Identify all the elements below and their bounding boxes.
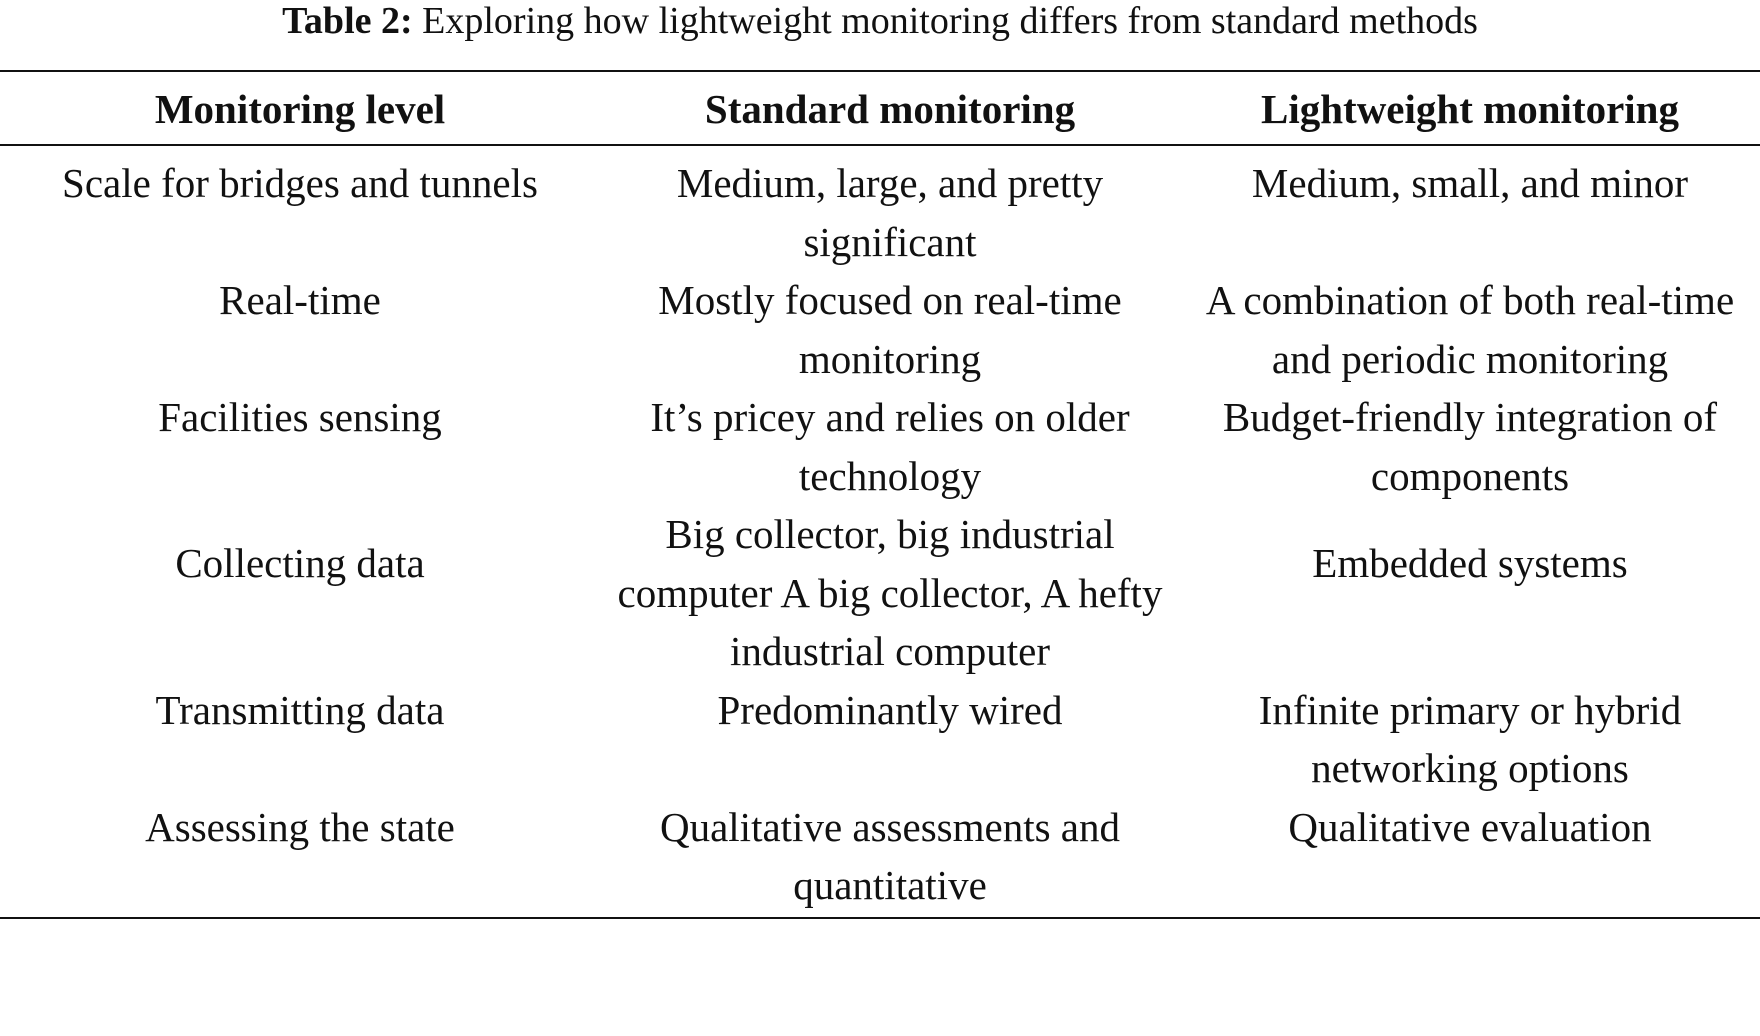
table-row: Real-time Mostly focused on real-time mo… <box>0 271 1760 388</box>
column-header-monitoring-level: Monitoring level <box>154 86 446 132</box>
table-cell: Medium, large, and pretty significant <box>676 160 1104 265</box>
table-cell: Budget-friendly integration of component… <box>1222 394 1718 499</box>
table-cell: Big collector, big industrial computer A… <box>617 511 1163 674</box>
table-cell: Real-time <box>219 277 381 323</box>
comparison-table: Monitoring level Standard monitoring Lig… <box>0 70 1760 919</box>
table-cell: Medium, small, and minor <box>1251 160 1689 206</box>
table-cell: Qualitative assessments and quantitative <box>659 803 1120 909</box>
table-caption-text: Exploring how lightweight monitoring dif… <box>412 0 1478 42</box>
table-cell: Predominantly wired <box>717 686 1063 733</box>
table-cell: Transmitting data <box>155 686 445 733</box>
table-caption: Table 2: Exploring how lightweight monit… <box>0 0 1760 42</box>
table-row: Scale for bridges and tunnels Medium, la… <box>0 145 1760 271</box>
table-cell: It’s pricey and relies on older technolo… <box>650 394 1130 499</box>
table-row: Collecting data Big collector, big indus… <box>0 505 1760 681</box>
table-header: Monitoring level Standard monitoring Lig… <box>0 71 1760 145</box>
table-cell: Mostly focused on real-time monitoring <box>658 277 1122 382</box>
table-row: Transmitting data Predominantly wired In… <box>0 681 1760 798</box>
table-cell: Qualitative evaluation <box>1288 803 1652 850</box>
table-cell: Infinite primary or hybrid networking op… <box>1258 686 1682 792</box>
table-cell: Scale for bridges and tunnels <box>62 160 538 206</box>
table-row: Facilities sensing It’s pricey and relie… <box>0 388 1760 505</box>
table-body: Scale for bridges and tunnels Medium, la… <box>0 145 1760 918</box>
header-row: Monitoring level Standard monitoring Lig… <box>0 71 1760 145</box>
table-cell: Collecting data <box>175 540 425 586</box>
table-cell: Assessing the state <box>145 803 455 850</box>
column-header-standard-monitoring: Standard monitoring <box>704 86 1076 132</box>
table-cell: Embedded systems <box>1312 540 1628 586</box>
table-cell: A combination of both real-time and peri… <box>1205 277 1735 382</box>
column-header-lightweight-monitoring: Lightweight monitoring <box>1261 86 1679 132</box>
table-caption-label: Table 2: <box>282 0 413 42</box>
table-row: Assessing the state Qualitative assessme… <box>0 798 1760 918</box>
table-cell: Facilities sensing <box>158 394 442 440</box>
comparison-table-wrapper: Monitoring level Standard monitoring Lig… <box>0 70 1760 919</box>
